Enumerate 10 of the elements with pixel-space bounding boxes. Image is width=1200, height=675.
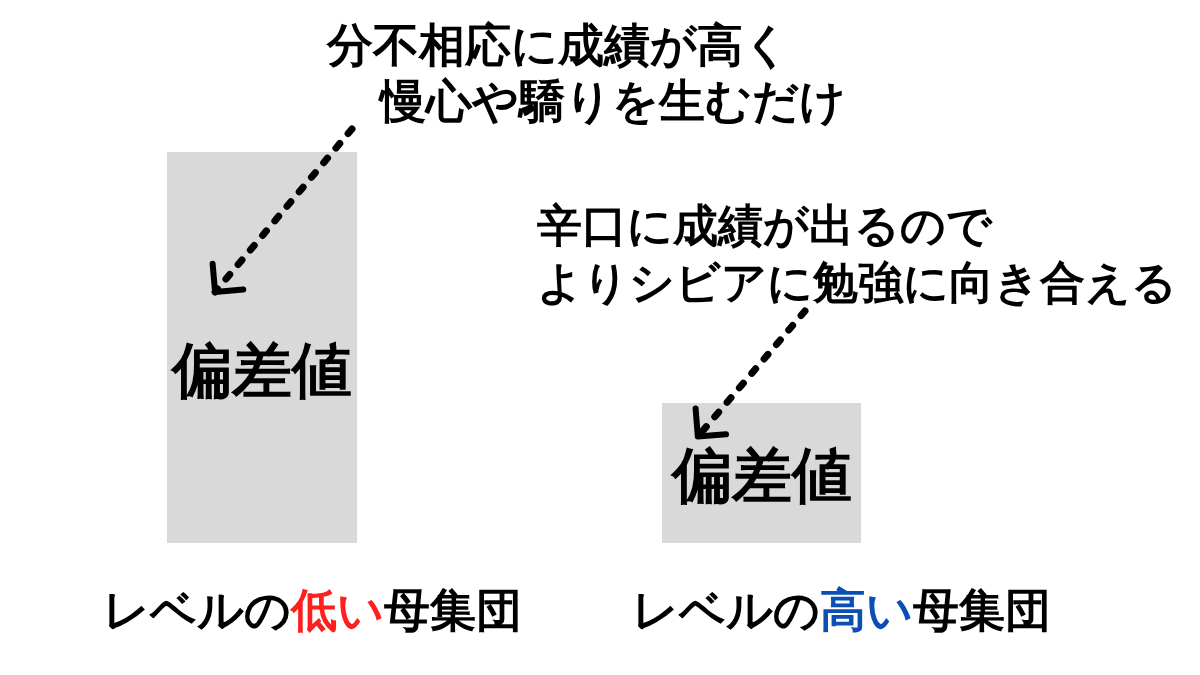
annotation-text: 分不相応に成績が高く慢心や驕りを生むだけ <box>327 17 870 129</box>
group-caption: レベルの高い母集団 <box>632 583 1051 639</box>
bar <box>167 152 357 543</box>
leader-arrow <box>209 125 356 296</box>
bar-label: 偏差値 <box>671 439 852 511</box>
bar <box>662 403 861 543</box>
annotation-text: 辛口に成績が出るのでよりシビアに勉強に向き合える <box>537 197 1197 311</box>
bar-label: 偏差値 <box>172 334 352 406</box>
leader-arrow <box>692 307 809 441</box>
group-caption: レベルの低い母集団 <box>103 583 522 639</box>
